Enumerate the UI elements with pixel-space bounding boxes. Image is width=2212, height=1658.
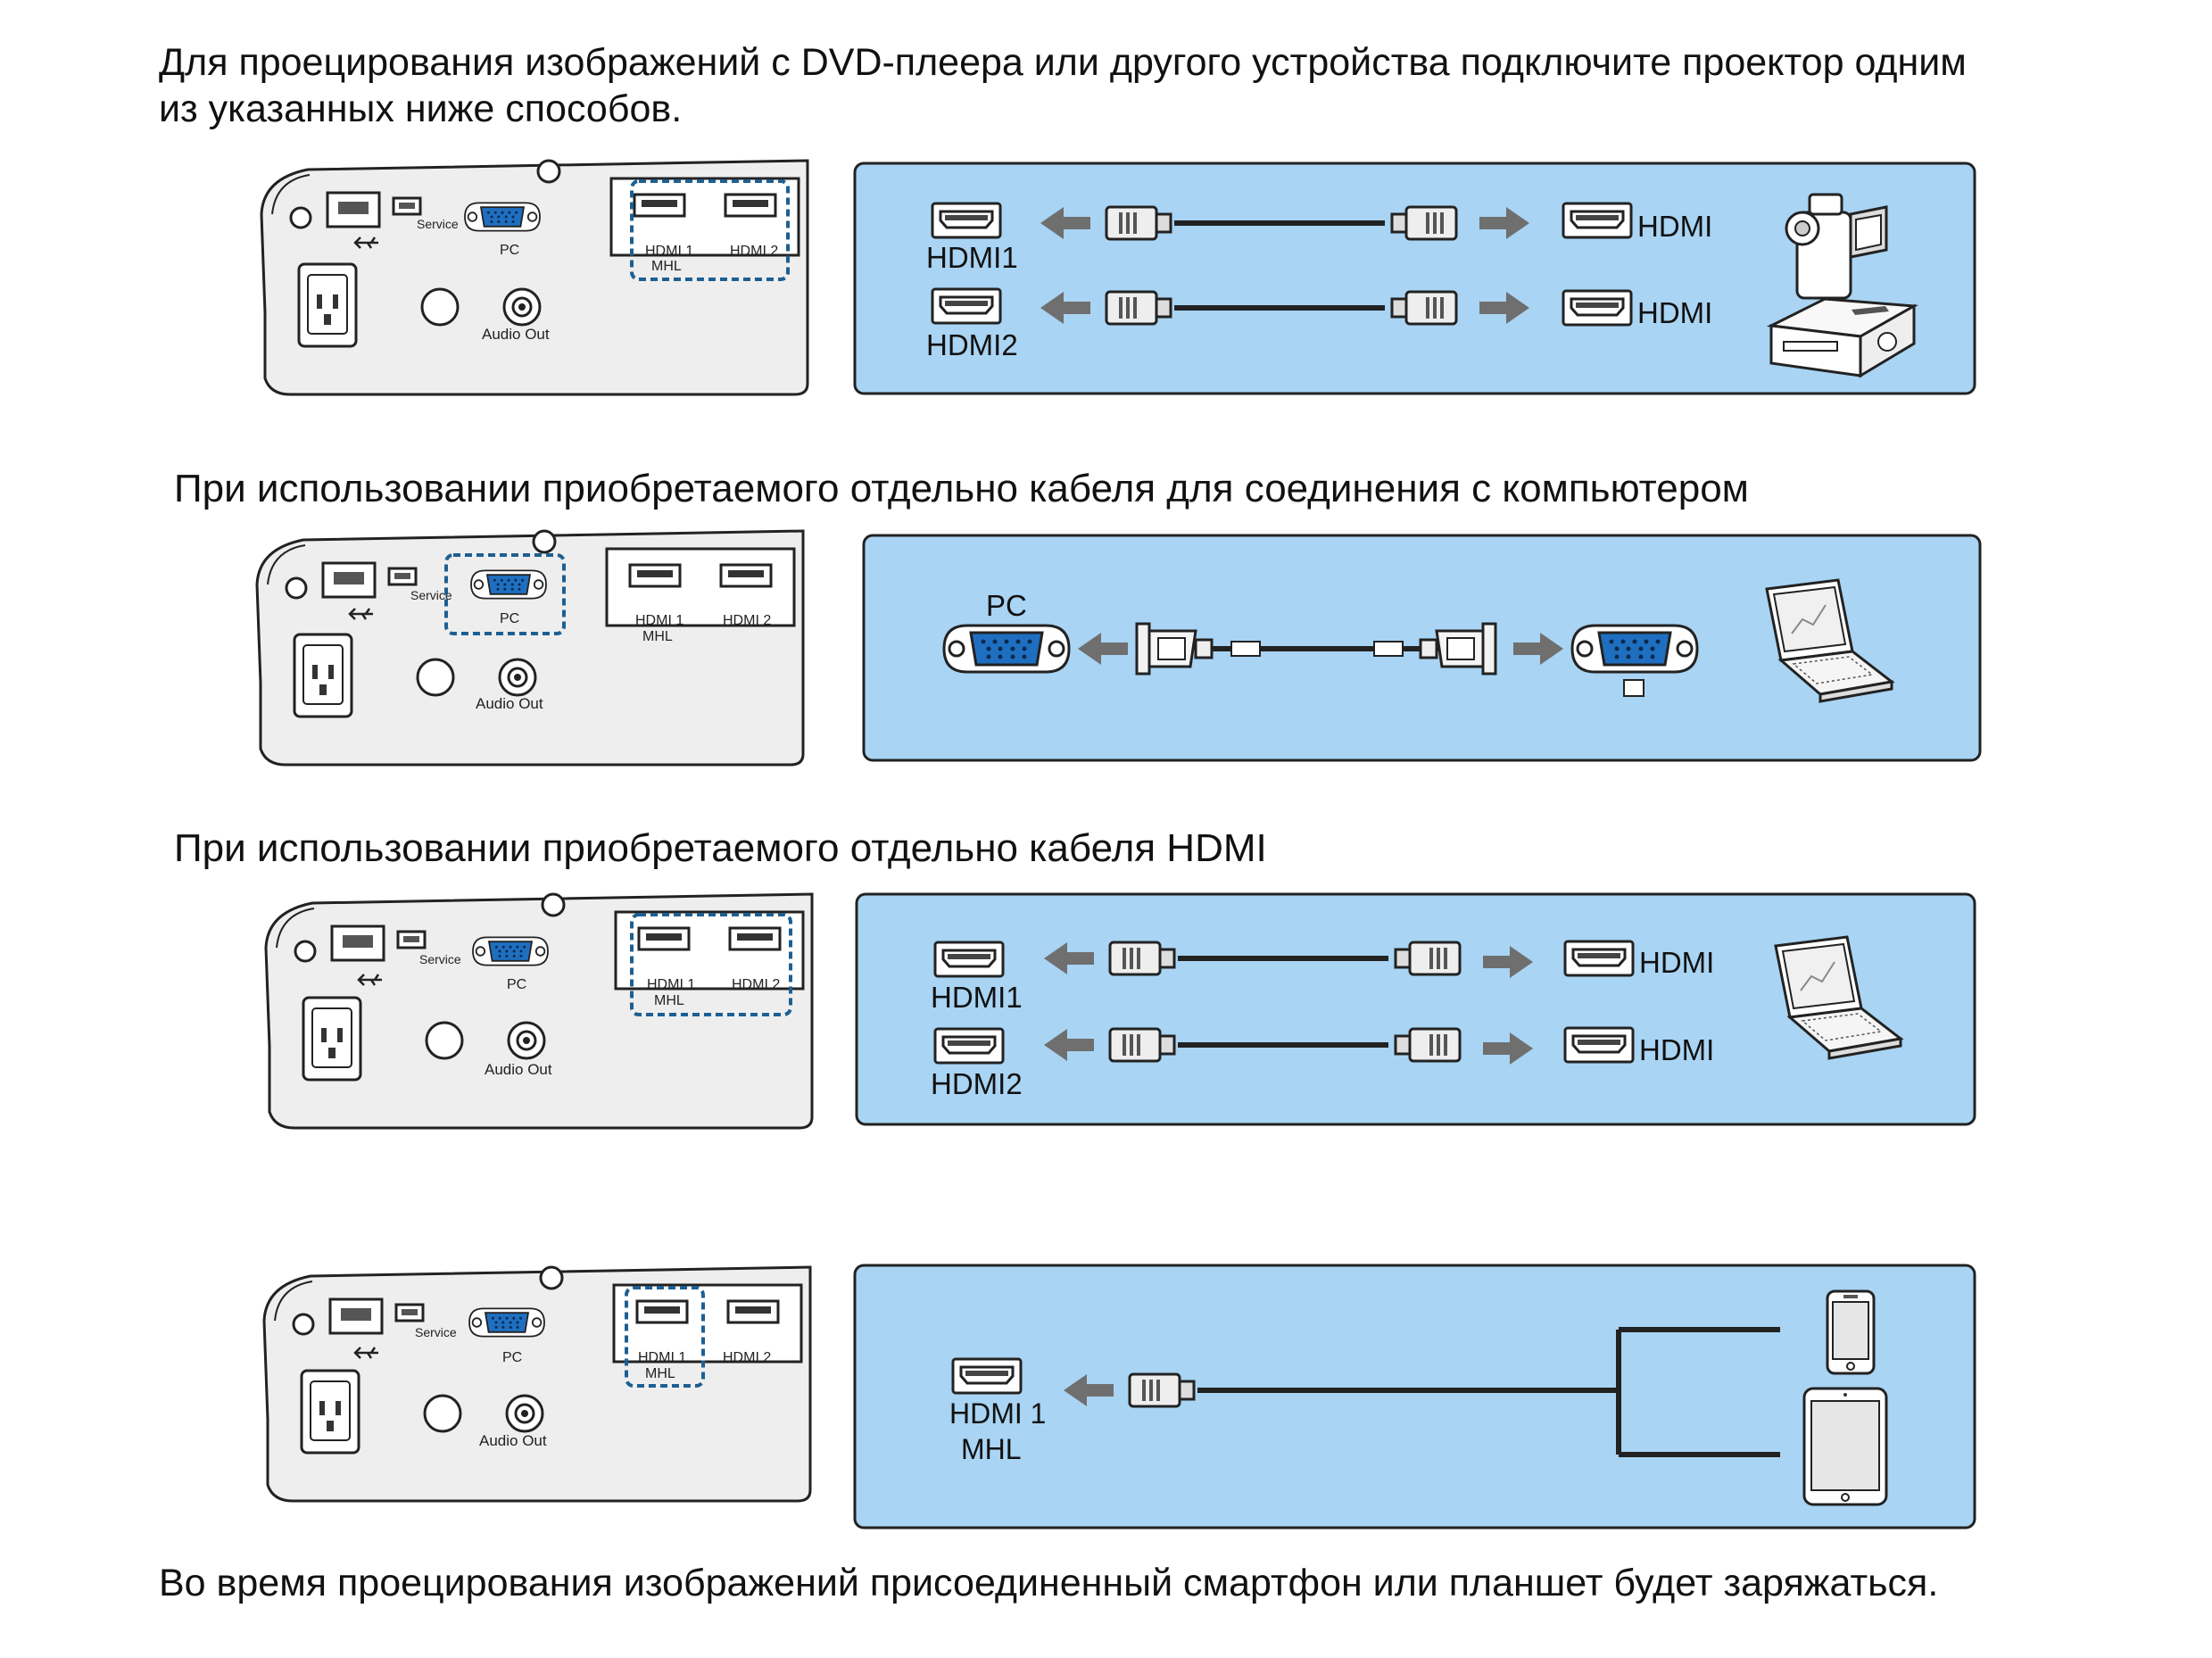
- usb-icon: [357, 974, 382, 986]
- projector-panel-3: [264, 892, 814, 1130]
- service-label: Service: [410, 588, 452, 602]
- hdmi-port-icon: [1562, 289, 1633, 327]
- service-label: Service: [419, 952, 461, 966]
- projector-panel-4: [262, 1265, 812, 1503]
- intro-text: Для проецирования изображений с DVD-плее…: [159, 39, 2122, 132]
- hdmi-port-icon: [931, 202, 1002, 239]
- hdmi-port-icon: [931, 287, 1002, 325]
- audio-out-label: Audio Out: [485, 1061, 552, 1078]
- service-label: Service: [417, 217, 459, 231]
- hdmi-highlight: [630, 179, 790, 281]
- hdmi1-mhl-label-line1: HDMI 1: [949, 1397, 1046, 1430]
- camcorder-icon: [1785, 193, 1888, 300]
- hdmi-label: HDMI: [1639, 946, 1714, 979]
- hdmi1-label: HDMI 1: [635, 613, 683, 628]
- intro-line-2: из указанных ниже способов.: [159, 87, 683, 130]
- hdmi2-label: HDMI 2: [723, 1350, 771, 1365]
- section-heading-pc-cable: При использовании приобретаемого отдельн…: [174, 467, 1749, 510]
- hdmi-port-icon: [1563, 1026, 1635, 1064]
- hdmi1-label: HDMI1: [931, 981, 1023, 1014]
- vga-port-icon: [1570, 624, 1699, 674]
- hdmi-port-icon: [933, 941, 1005, 978]
- cable-splitter: [1197, 1327, 1780, 1457]
- dvd-player-icon: [1766, 297, 1918, 378]
- intro-line-1: Для проецирования изображений с DVD-плее…: [159, 41, 1967, 84]
- usb-icon: [348, 608, 373, 620]
- hdmi1-label: HDMI 1: [647, 977, 695, 992]
- hdmi-highlight: [630, 913, 792, 1016]
- usb-icon: [353, 1347, 378, 1359]
- hdmi2-label: HDMI2: [926, 328, 1018, 361]
- mhl-label: MHL: [642, 629, 673, 644]
- projector-panel-2: [255, 529, 805, 767]
- hdmi-port-icon: [1562, 202, 1633, 239]
- mhl-label: MHL: [654, 993, 684, 1008]
- pc-label: PC: [502, 1350, 522, 1365]
- smartphone-icon: [1826, 1289, 1876, 1375]
- hdmi2-label: HDMI2: [931, 1067, 1023, 1100]
- hdmi-label: HDMI: [1639, 1033, 1714, 1066]
- pc-label: PC: [500, 611, 519, 626]
- audio-out-label: Audio Out: [482, 326, 550, 343]
- hdmi-mhl-highlight: [625, 1286, 705, 1388]
- hdmi-port-icon: [951, 1357, 1023, 1395]
- pc-label: PC: [507, 977, 526, 992]
- mhl-label: MHL: [651, 259, 682, 274]
- service-label: Service: [415, 1325, 457, 1339]
- pc-highlight: [444, 553, 566, 635]
- hdmi2-label: HDMI 2: [730, 244, 778, 259]
- cable-ferrite: [1373, 641, 1404, 657]
- monitor-out-icon: [1623, 679, 1645, 697]
- pc-label: PC: [500, 243, 519, 258]
- hdmi1-label: HDMI 1: [638, 1350, 686, 1365]
- hdmi1-label: HDMI1: [926, 241, 1018, 274]
- mhl-label: MHL: [645, 1366, 675, 1381]
- footer-note: Во время проецирования изображений присо…: [159, 1562, 1939, 1604]
- hdmi2-label: HDMI 2: [732, 977, 780, 992]
- tablet-icon: [1802, 1387, 1888, 1506]
- section-heading-hdmi-cable: При использовании приобретаемого отдельн…: [174, 826, 1267, 870]
- hdmi-label: HDMI: [1637, 210, 1712, 243]
- hdmi-port-icon: [933, 1027, 1005, 1065]
- vga-port-icon: [942, 624, 1071, 674]
- hdmi1-mhl-label-line2: MHL: [961, 1433, 1022, 1465]
- hdmi2-label: HDMI 2: [723, 613, 771, 628]
- hdmi-label: HDMI: [1637, 296, 1712, 329]
- hdmi1-label: HDMI 1: [645, 244, 693, 259]
- usb-icon: [353, 236, 378, 249]
- pc-label: PC: [986, 589, 1027, 622]
- hdmi-port-icon: [1563, 940, 1635, 977]
- audio-out-label: Audio Out: [476, 695, 543, 712]
- cable-ferrite: [1230, 641, 1261, 657]
- audio-out-label: Audio Out: [479, 1432, 547, 1449]
